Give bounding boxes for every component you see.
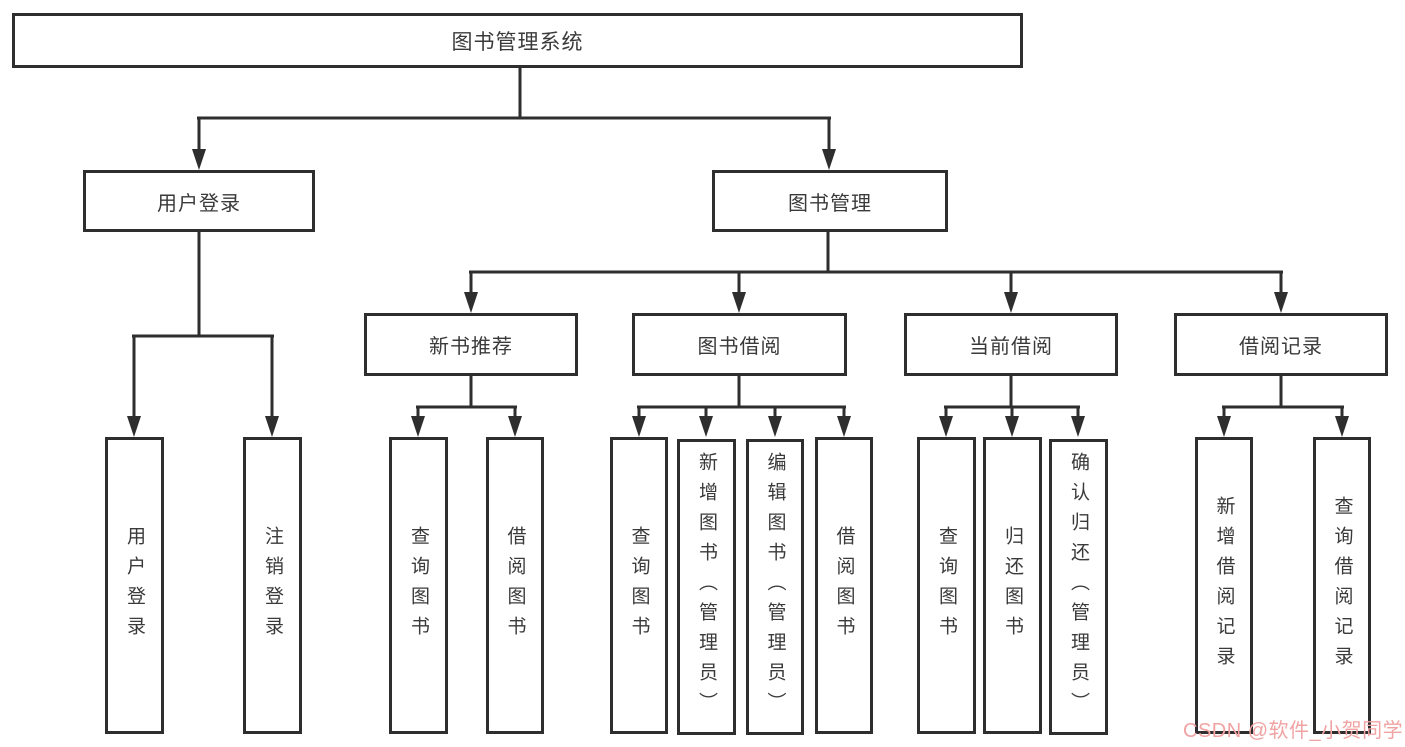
leaf-add-borrow-record: 新增借阅记录 bbox=[1195, 437, 1253, 734]
node-book-management: 图书管理 bbox=[712, 170, 948, 232]
node-label: 查询借阅记录 bbox=[1331, 495, 1353, 676]
leaf-borrow-books: 借阅图书 bbox=[815, 437, 873, 734]
node-label: 借阅图书 bbox=[833, 525, 855, 646]
node-label: 借阅图书 bbox=[504, 525, 526, 646]
leaf-edit-books-admin: 编辑图书（管理员） bbox=[746, 439, 804, 735]
leaf-user-login: 用户登录 bbox=[105, 437, 164, 734]
node-label: 用户登录 bbox=[124, 525, 145, 646]
node-label: 图书管理系统 bbox=[451, 30, 584, 54]
leaf-borrow-books: 借阅图书 bbox=[486, 437, 544, 734]
node-label: 编辑图书（管理员） bbox=[764, 452, 786, 722]
node-label: 图书借阅 bbox=[697, 336, 782, 358]
leaf-query-borrow-record: 查询借阅记录 bbox=[1313, 437, 1371, 734]
node-label: 图书管理 bbox=[788, 192, 872, 215]
node-label: 当前借阅 bbox=[969, 336, 1053, 358]
node-label: 用户登录 bbox=[157, 192, 241, 215]
node-library-management-system: 图书管理系统 bbox=[12, 13, 1023, 68]
node-label: 新增借阅记录 bbox=[1213, 495, 1235, 676]
node-label: 归还图书 bbox=[1002, 525, 1023, 646]
node-new-book-recommendation: 新书推荐 bbox=[364, 313, 578, 376]
node-label: 查询图书 bbox=[628, 525, 650, 646]
watermark-text: CSDN @软件_小贺同学 bbox=[1183, 720, 1404, 742]
node-current-borrowing: 当前借阅 bbox=[904, 313, 1118, 376]
leaf-query-books: 查询图书 bbox=[389, 437, 448, 734]
leaf-query-books: 查询图书 bbox=[610, 437, 668, 734]
node-book-borrowing: 图书借阅 bbox=[632, 313, 847, 376]
node-label: 新增图书（管理员） bbox=[696, 452, 717, 722]
node-user-login: 用户登录 bbox=[83, 170, 315, 232]
node-borrowing-records: 借阅记录 bbox=[1174, 313, 1388, 376]
node-label: 查询图书 bbox=[936, 525, 957, 646]
node-label: 注销登录 bbox=[262, 525, 283, 646]
node-label: 借阅记录 bbox=[1239, 336, 1323, 358]
node-label: 确认归还（管理员） bbox=[1068, 452, 1089, 722]
node-label: 查询图书 bbox=[408, 525, 429, 646]
leaf-query-books: 查询图书 bbox=[917, 437, 976, 734]
leaf-add-books-admin: 新增图书（管理员） bbox=[677, 439, 736, 735]
leaf-return-books: 归还图书 bbox=[983, 437, 1042, 734]
leaf-confirm-return-admin: 确认归还（管理员） bbox=[1049, 439, 1108, 735]
node-label: 新书推荐 bbox=[429, 336, 513, 358]
leaf-logout: 注销登录 bbox=[243, 437, 302, 734]
